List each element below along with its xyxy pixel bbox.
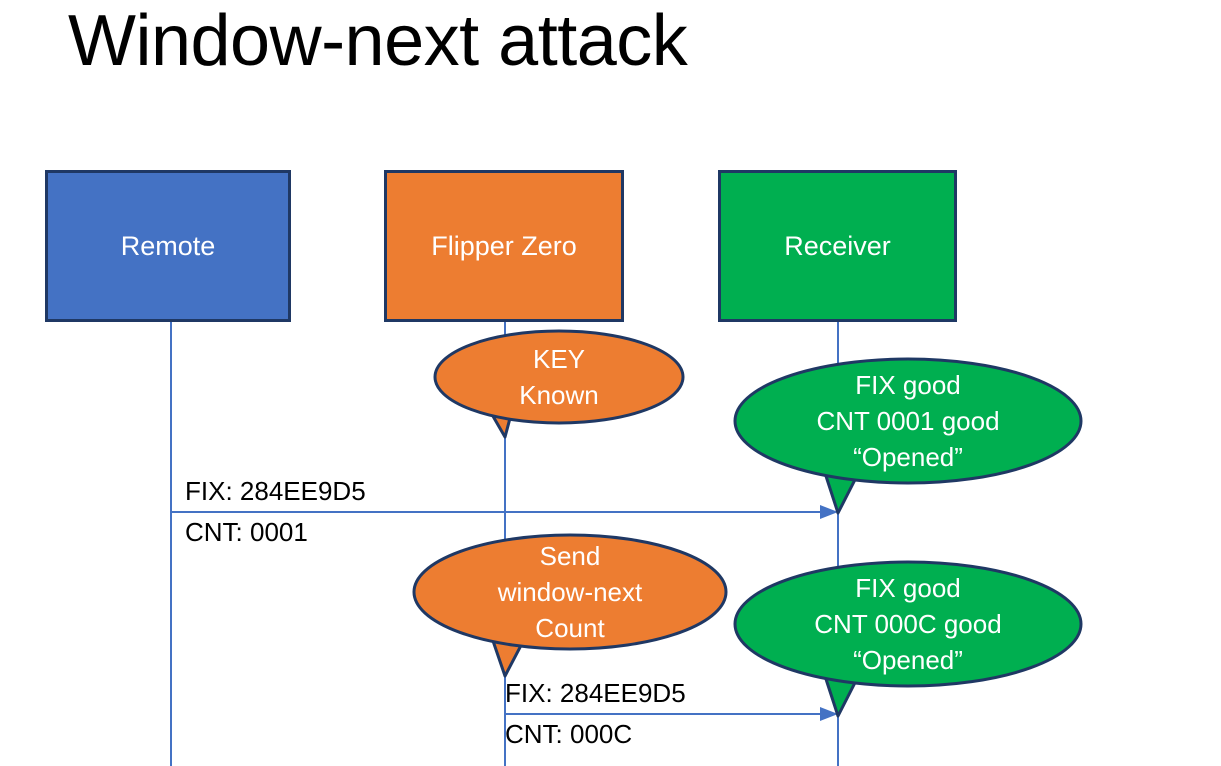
message-label-cnt-flipper: CNT: 000C	[505, 719, 633, 749]
message-arrow-remote-to-receiver	[171, 505, 838, 519]
callout-key-known-shape	[433, 329, 685, 439]
callout-receiver-first-ok-shape	[733, 357, 1083, 515]
message-label-fix-remote: FIX: 284EE9D5	[185, 476, 366, 506]
actor-box-remote[interactable]: Remote	[45, 170, 291, 322]
actor-label-flipper: Flipper Zero	[431, 230, 577, 261]
page-title: Window-next attack	[68, 1, 688, 81]
actor-label-receiver: Receiver	[784, 230, 891, 261]
message-arrow-flipper-to-receiver	[505, 707, 838, 721]
message-label-cnt-remote: CNT: 0001	[185, 517, 308, 547]
actor-box-flipper[interactable]: Flipper Zero	[384, 170, 624, 322]
actor-box-receiver[interactable]: Receiver	[718, 170, 957, 322]
callout-receiver-second-ok-shape	[733, 560, 1083, 718]
actor-label-remote: Remote	[120, 230, 216, 261]
callout-send-window-next-shape	[412, 533, 728, 678]
message-label-fix-flipper: FIX: 284EE9D5	[505, 678, 686, 708]
